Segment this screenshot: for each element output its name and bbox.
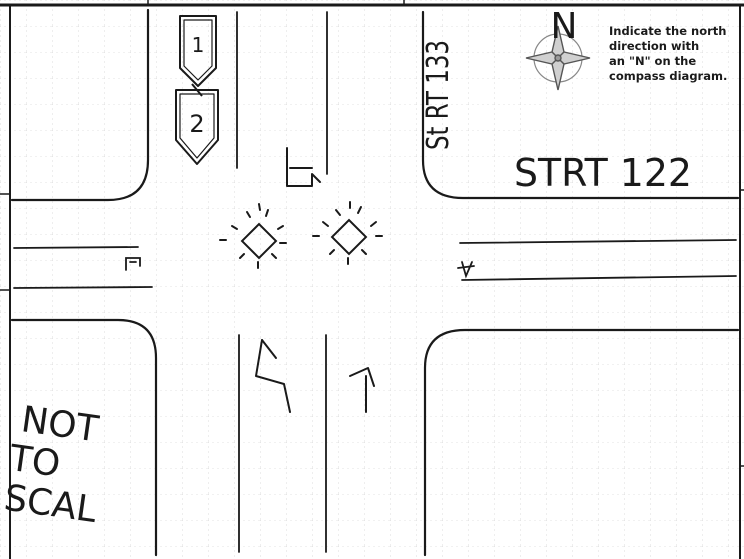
instruction-text: Indicate the north direction with an "N"… xyxy=(609,24,741,84)
street-name-vertical: St RT 133 xyxy=(421,40,456,150)
route-shield-2-label: 2 xyxy=(189,110,204,138)
street-name-horizontal: STRT 122 xyxy=(514,151,692,195)
compass-north-mark: N xyxy=(551,6,578,47)
route-shield-1-label: 1 xyxy=(192,33,205,57)
